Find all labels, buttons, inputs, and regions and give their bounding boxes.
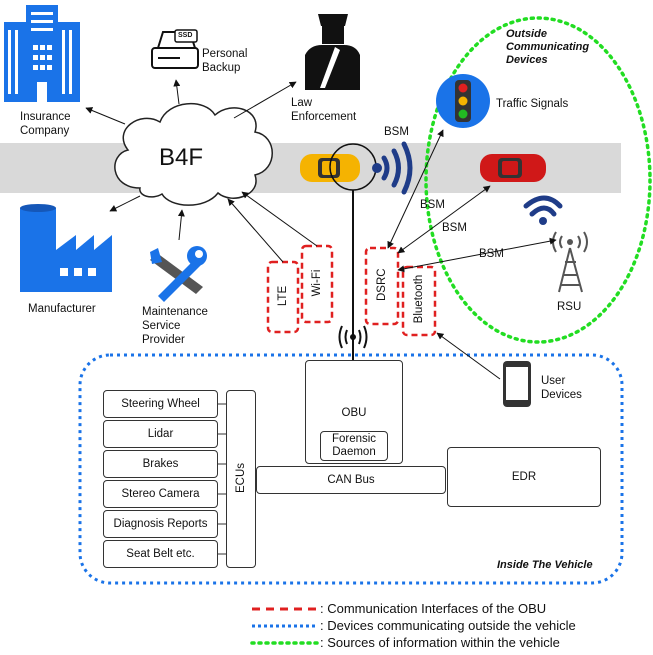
factory-icon	[20, 204, 112, 292]
bsm-label-1: BSM	[384, 126, 409, 138]
manufacturer-label: Manufacturer	[28, 303, 96, 315]
legend-green-text: : Sources of information within the vehi…	[320, 635, 560, 650]
arrow-user-devices	[436, 332, 501, 380]
bsm-label-2: BSM	[420, 199, 445, 211]
cloud-label: B4F	[159, 144, 204, 171]
ssd-label: SSD	[178, 32, 193, 39]
ecus-label: ECUs	[235, 462, 247, 494]
dsrc-label: DSRC	[376, 268, 388, 301]
arrow-bsm-rsu	[397, 237, 557, 273]
user-devices-label: User Devices	[541, 375, 582, 401]
ecus-box	[226, 390, 256, 568]
forensic-daemon-box: Forensic Daemon	[320, 431, 388, 461]
obu-label: OBU	[341, 407, 367, 419]
arrow-to-insurance	[85, 107, 126, 125]
arrow-to-law	[233, 81, 297, 119]
bsm-label-4: BSM	[479, 248, 504, 260]
b4f-cloud	[114, 102, 273, 206]
component-brakes: Brakes	[103, 450, 218, 478]
maintenance-label: Maintenance Service Provider	[142, 306, 208, 346]
rsu-label: RSU	[557, 301, 582, 313]
outside-title: Outside Communicating Devices	[506, 28, 590, 66]
edr-box: EDR	[447, 447, 601, 507]
vehicle-region	[78, 353, 624, 585]
red-car-icon	[480, 154, 546, 182]
lte-label: LTE	[277, 285, 289, 307]
antenna-icon	[338, 190, 368, 360]
phone-icon	[503, 361, 531, 407]
legend-red-text: : Communication Interfaces of the OBU	[320, 601, 547, 616]
arrow-to-backup	[173, 79, 181, 105]
insurance-building-icon	[4, 5, 80, 102]
insurance-label: Insurance Company	[20, 111, 71, 137]
can-bus-box: CAN Bus	[256, 466, 446, 494]
dsrc-interface	[364, 246, 400, 326]
legend-blue-text: : Devices communicating outside the vehi…	[320, 618, 576, 633]
maintenance-tools-icon	[150, 246, 207, 302]
bsm-label-3: BSM	[442, 222, 467, 234]
wifi-label: Wi-Fi	[311, 269, 323, 297]
rsu-tower-icon	[552, 231, 588, 293]
component-stereo-camera: Stereo Camera	[103, 480, 218, 508]
inside-vehicle-title: Inside The Vehicle	[497, 559, 593, 571]
ssd-icon	[151, 29, 199, 69]
police-officer-icon	[305, 14, 360, 90]
arrow-lte	[227, 198, 284, 263]
arrow-maintenance	[177, 209, 185, 241]
component-seat-belt: Seat Belt etc.	[103, 540, 218, 568]
traffic-signal-icon	[436, 74, 490, 128]
traffic-signals-label: Traffic Signals	[496, 98, 569, 110]
component-steering-wheel: Steering Wheel	[103, 390, 218, 418]
arrow-wifi	[241, 191, 318, 247]
personal-backup-label: Personal Backup	[202, 48, 248, 74]
component-diagnosis-reports: Diagnosis Reports	[103, 510, 218, 538]
law-enforcement-label: Law Enforcement	[291, 97, 357, 123]
bluetooth-label: Bluetooth	[413, 274, 425, 324]
arrow-to-manufacturer	[109, 195, 141, 212]
component-lidar: Lidar	[103, 420, 218, 448]
wifi-icon	[523, 195, 563, 217]
